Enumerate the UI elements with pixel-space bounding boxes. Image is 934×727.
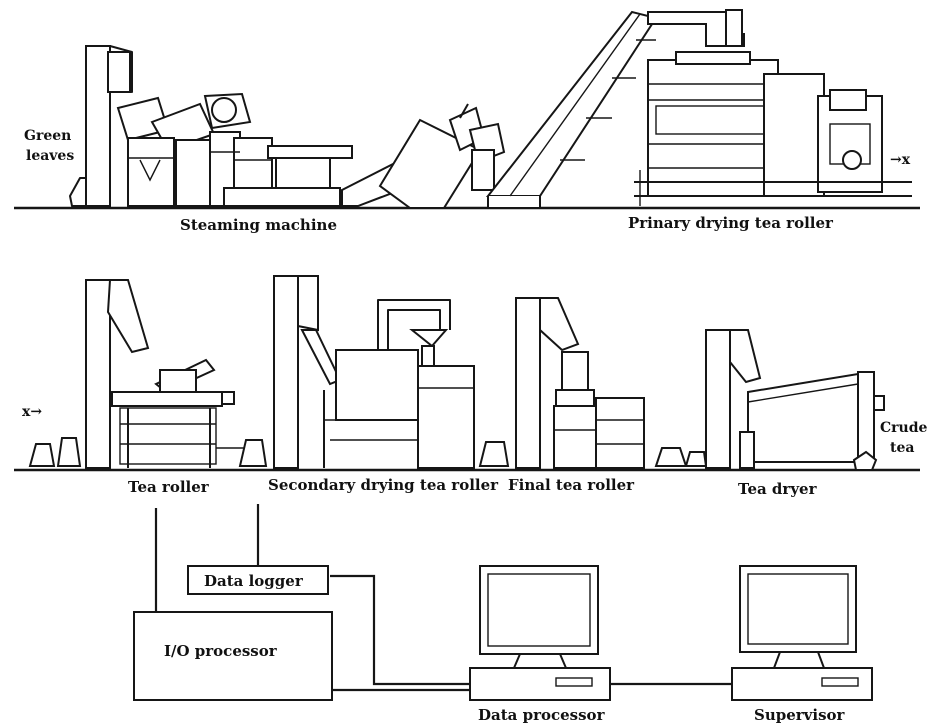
label-steaming-machine: Steaming machine [180,216,337,234]
label-tea-roller: Tea roller [128,478,210,496]
steaming-machine [86,46,352,206]
secondary-drying-tea-roller [274,276,474,468]
label-supervisor: Supervisor [754,706,846,724]
control-system [134,504,872,700]
label-data-logger: Data logger [204,572,304,590]
supervisor-base [732,668,872,700]
label-green-leaves-2: leaves [26,148,74,164]
label-x-out: →x [890,152,911,168]
label-secondary-drying: Secondary drying tea roller [268,476,499,494]
green-leaves-hopper [70,178,86,206]
data-processor-base [470,668,610,700]
label-green-leaves-1: Green [24,128,71,144]
label-primary-drying: Prinary drying tea roller [628,214,834,232]
label-data-processor: Data processor [478,706,606,724]
hopper-mid-1 [240,440,266,466]
hopper-mid-2 [480,442,508,466]
label-crude-tea-1: Crude [880,420,927,436]
supervisor-monitor [740,566,856,652]
tea-dryer-machine [706,330,884,470]
hopper-mid-3 [656,448,706,466]
label-final-tea-roller: Final tea roller [508,476,635,494]
row-1-machinery [14,10,920,208]
hopper-left [30,438,80,466]
label-tea-dryer: Tea dryer [738,480,818,498]
inclined-conveyor-1 [342,104,504,208]
label-io-processor: I/O processor [164,642,278,660]
label-x-in: x→ [22,404,42,420]
row-2-machinery [14,276,920,470]
primary-drying-tea-roller [634,52,912,206]
data-processor-monitor [480,566,598,654]
data-processor-computer [470,566,610,700]
final-tea-roller-machine [516,298,644,468]
label-crude-tea-2: tea [890,440,914,456]
tea-roller-machine [86,280,258,468]
wire-logger-to-data-processor [330,576,470,684]
supervisor-computer [732,566,872,700]
